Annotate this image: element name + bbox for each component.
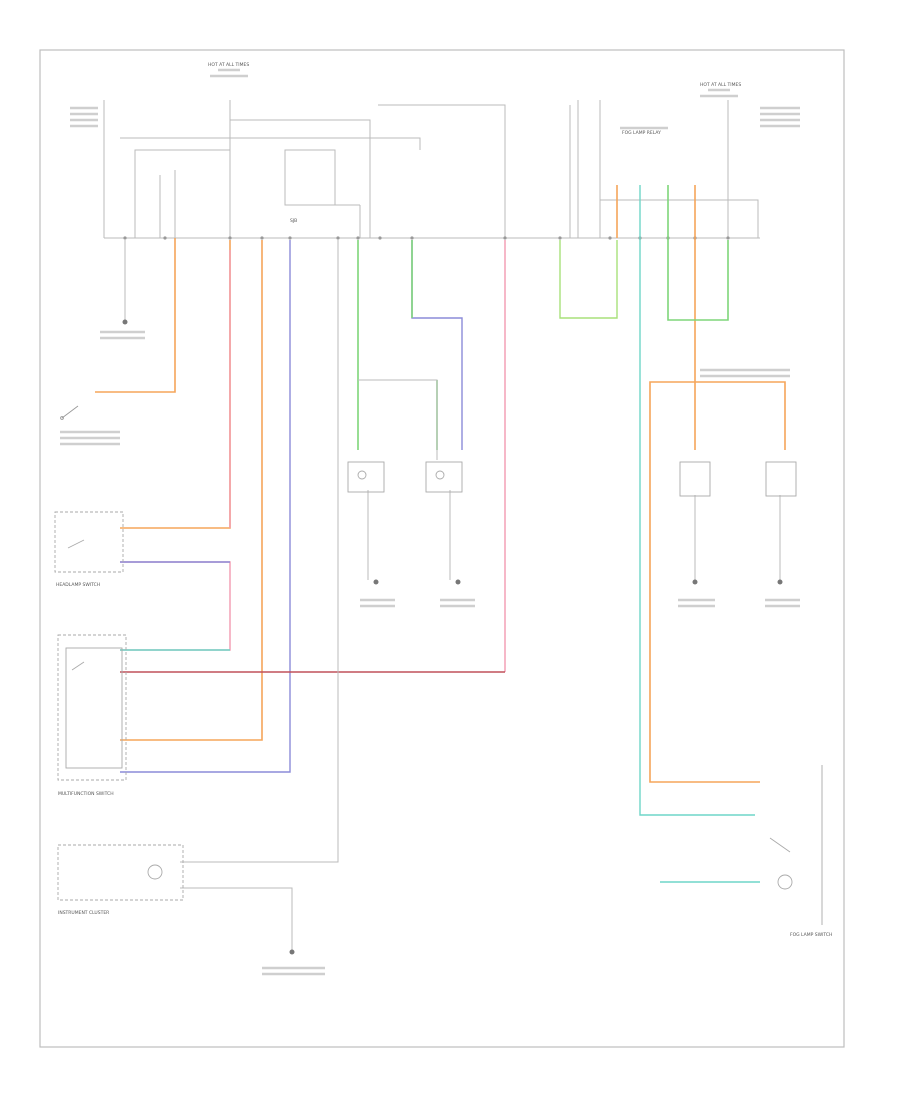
fog-lamp-front-right [425,461,463,493]
wire-lime [559,240,618,319]
fog-lamp-rear-left [679,461,711,497]
wire-blue [120,240,463,773]
wire-orange [95,185,786,783]
fog-lamp-switch-label: FOG LAMP SWITCH [790,932,832,938]
fuse-right-label: HOT AT ALL TIMES [700,82,741,88]
multifunction-switch-label: MULTIFUNCTION SWITCH [58,791,114,797]
fog-lamp-front-left [347,461,385,493]
instrument-cluster-label: INSTRUMENT CLUSTER [58,910,109,916]
instrument-cluster [57,844,184,901]
headlamp-switch [54,511,124,573]
fog-lamp-rear-right [765,461,797,497]
fog-switch-contact [60,405,79,420]
smart-junction-box [103,100,760,239]
rear-fog-switch [769,765,823,925]
relay-center-label: SJB [290,218,297,224]
wire-cyan [120,185,760,883]
fog-relay-label: FOG LAMP RELAY [622,130,661,136]
diagram-frame [39,49,845,1048]
multifunction-switch [57,634,127,781]
label-marks [60,68,800,976]
fuse-left-label: HOT AT ALL TIMES [208,62,249,68]
connector-pins [123,236,730,240]
headlamp-switch-label: HEADLAMP SWITCH [56,582,100,588]
ground-symbols [122,319,783,955]
wire-gray [124,240,781,950]
